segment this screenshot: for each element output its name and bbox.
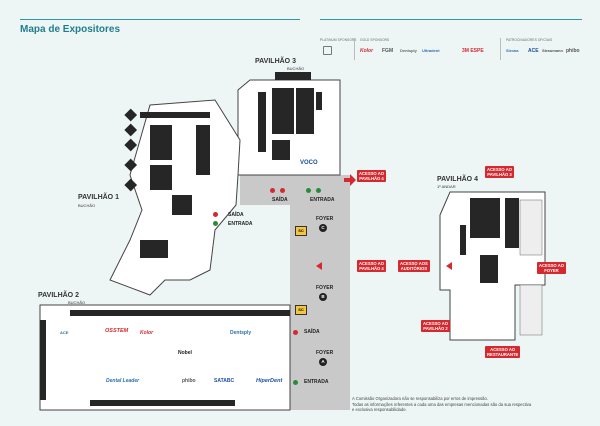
- tag-acesso-pavilhao-3[interactable]: ACESSO AO PAVILHÃO 3: [485, 166, 514, 178]
- sponsor-logo: ACE: [528, 48, 539, 54]
- sponsor-logo: Sirona: [506, 48, 519, 53]
- exhibitor-logo: VOCO: [300, 160, 318, 166]
- hall-title-p2: PAVILHÃO 2: [38, 292, 79, 299]
- sponsor-logo: Ultradent: [422, 48, 440, 53]
- exhibitor-logo: SATABC: [214, 378, 235, 384]
- corridor: [240, 175, 350, 190]
- entry-dot: [293, 380, 298, 385]
- foyer-b-label: FOYER: [316, 285, 334, 291]
- exit-dot: [270, 188, 275, 193]
- hall-sub-p4: 1º ANDAR: [437, 184, 456, 189]
- label-saida: SAÍDA: [304, 329, 320, 335]
- disclaimer-text: A Comissão Organizadora não se responsab…: [352, 396, 532, 412]
- sponsors-bar: PLATINUM SPONSORS GOLD SPONSORS Kolor FG…: [320, 38, 585, 60]
- exhibitor-logo: ACE: [60, 330, 69, 335]
- sc-marker: SC: [295, 305, 307, 315]
- exit-dot: [213, 212, 218, 217]
- sponsor-logo: 3M ESPE: [462, 48, 484, 54]
- exhibitor-logo: HiperDent: [256, 378, 283, 384]
- hall-sub-p2: BUCHÃO: [68, 300, 86, 305]
- exhibitor-logo: Kolor: [140, 330, 154, 336]
- entry-dot: [213, 221, 218, 226]
- exhibitor-logo: phibo: [182, 378, 196, 384]
- header-rule-left: [20, 19, 300, 20]
- tag-acesso-foyer[interactable]: ACESSO AO FOYER: [537, 262, 566, 274]
- header-rule-right: [320, 19, 582, 20]
- exhibitor-logo: Dental Leader: [106, 378, 140, 384]
- hall-title-p3: PAVILHÃO 3: [255, 58, 296, 65]
- sponsor-logo: FGM: [382, 48, 394, 54]
- exhibitor-logo: OSSTEM: [105, 328, 129, 334]
- sponsor-logo: Dentsply: [400, 48, 417, 53]
- foyer-a-label: FOYER: [316, 350, 334, 356]
- label-entrada: ENTRADA: [304, 379, 329, 385]
- platinum-logo-icon: [323, 46, 332, 55]
- hall-title-p1: PAVILHÃO 1: [78, 194, 119, 201]
- label-entrada: ENTRADA: [310, 197, 335, 203]
- page-title: Mapa de Expositores: [20, 24, 121, 35]
- hall-sub-p3: BUCHÃO: [287, 66, 305, 71]
- sponsor-logo: phibo: [566, 48, 580, 54]
- hall-title-p4: PAVILHÃO 4: [437, 176, 478, 183]
- sc-marker: SC: [295, 226, 307, 236]
- foyer-a-marker: A: [319, 358, 327, 366]
- label-saida: SAÍDA: [228, 212, 244, 218]
- entry-dot: [316, 188, 321, 193]
- divider: [354, 38, 355, 60]
- divider: [500, 38, 501, 60]
- tag-acesso-auditorios[interactable]: ACESSO AOS AUDITÓRIOS: [398, 260, 430, 272]
- exit-dot: [293, 330, 298, 335]
- label-saida: SAÍDA: [272, 197, 288, 203]
- exit-dot: [280, 188, 285, 193]
- tag-acesso-pavilhao-2[interactable]: ACESSO AO PAVILHÃO 2: [421, 320, 450, 332]
- foyer-area: [240, 190, 350, 410]
- official-heading: PATROCINADORES OFICIAIS: [506, 38, 553, 42]
- platinum-heading: PLATINUM SPONSORS: [320, 38, 357, 42]
- sponsor-logo: Straumann: [542, 48, 563, 53]
- hall-sub-p1: BUCHÃO: [78, 203, 96, 208]
- gold-heading: GOLD SPONSORS: [360, 38, 390, 42]
- foyer-c-label: FOYER: [316, 216, 334, 222]
- exhibitor-logo: Dentsply: [230, 330, 252, 336]
- sponsor-logo: Kolor: [360, 48, 374, 54]
- tag-acesso-restaurante[interactable]: ACESSO AO RESTAURANTE: [485, 346, 521, 358]
- label-entrada: ENTRADA: [228, 221, 253, 227]
- tag-acesso-pavilhao-4[interactable]: ACESSO AO PAVILHÃO 4: [357, 260, 386, 272]
- pavilhao-2-floor: [39, 304, 291, 411]
- foyer-c-marker: C: [319, 224, 327, 232]
- foyer-b-marker: B: [319, 293, 327, 301]
- entry-dot: [306, 188, 311, 193]
- tag-acesso-pavilhao-4-top[interactable]: ACESSO AO PAVILHÃO 4: [357, 170, 386, 182]
- exhibitor-logo: Nobel: [178, 350, 192, 356]
